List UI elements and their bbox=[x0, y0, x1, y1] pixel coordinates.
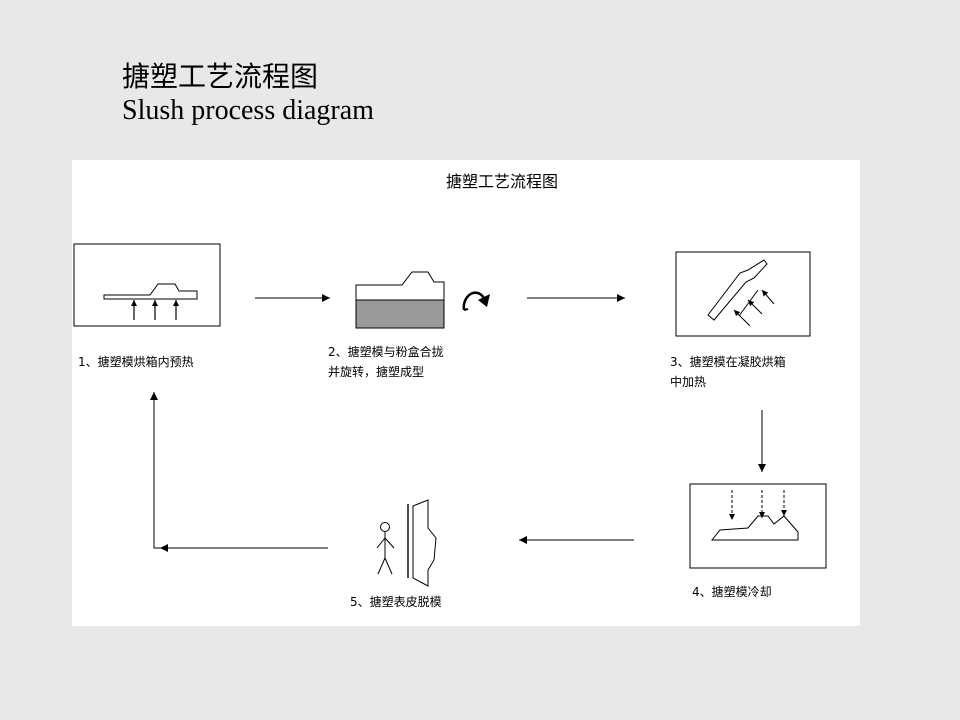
step4-label-line: 4、搪塑模冷却 bbox=[692, 585, 772, 599]
diagram-canvas bbox=[73, 243, 827, 587]
heat-arrow-icon bbox=[738, 289, 759, 317]
heat-arrow-icon bbox=[761, 289, 775, 305]
slide-title-chinese: 搪塑工艺流程图 bbox=[122, 60, 319, 93]
step5-demold-figure bbox=[376, 499, 437, 587]
step1-oven-box bbox=[73, 243, 221, 327]
step4-label: 4、搪塑模冷却 bbox=[692, 582, 772, 602]
step3-label: 3、搪塑模在凝胶烘箱 中加热 bbox=[670, 352, 786, 392]
step4-mold-shape bbox=[710, 515, 799, 541]
step2-label: 2、搪塑模与粉盒合拢 并旋转，搪塑成型 bbox=[328, 342, 444, 382]
step5-label: 5、搪塑表皮脱模 bbox=[350, 592, 442, 612]
step1-label: 1、搪塑模烘箱内预热 bbox=[78, 352, 194, 372]
step5-mold-shape bbox=[412, 499, 437, 587]
step2-label-line: 2、搪塑模与粉盒合拢 bbox=[328, 345, 444, 359]
stick-figure-icon bbox=[376, 522, 395, 575]
heat-arrow-icon bbox=[747, 299, 763, 315]
step2-powder-box bbox=[355, 299, 445, 329]
step3-mold-shape bbox=[707, 259, 768, 321]
step2-label-line: 并旋转，搪塑成型 bbox=[328, 365, 425, 379]
slide-title: 搪塑工艺流程图 Slush process diagram bbox=[122, 60, 374, 128]
step2-mold-shape bbox=[355, 271, 445, 300]
flow-arrow-5-to-1 bbox=[150, 392, 328, 549]
process-diagram: 搪塑工艺流程图 1、搪塑模烘箱内预热 2、搪塑模与粉盒合拢 并旋转，搪塑成型 3… bbox=[72, 160, 860, 626]
diagram-title: 搪塑工艺流程图 bbox=[446, 172, 559, 191]
slide-title-english: Slush process diagram bbox=[122, 95, 374, 126]
step5-label-line: 5、搪塑表皮脱模 bbox=[350, 595, 442, 609]
rotation-icon bbox=[462, 291, 490, 311]
step1-mold-shape bbox=[103, 283, 198, 300]
heat-arrow-icon bbox=[733, 309, 751, 327]
step4-cooling-box bbox=[689, 483, 827, 569]
step3-gel-oven-box bbox=[675, 251, 811, 337]
step3-label-line: 3、搪塑模在凝胶烘箱 bbox=[670, 355, 786, 369]
step1-label-line: 1、搪塑模烘箱内预热 bbox=[78, 355, 194, 369]
step3-label-line: 中加热 bbox=[670, 375, 707, 389]
step2-mold-powder-box bbox=[355, 271, 490, 329]
